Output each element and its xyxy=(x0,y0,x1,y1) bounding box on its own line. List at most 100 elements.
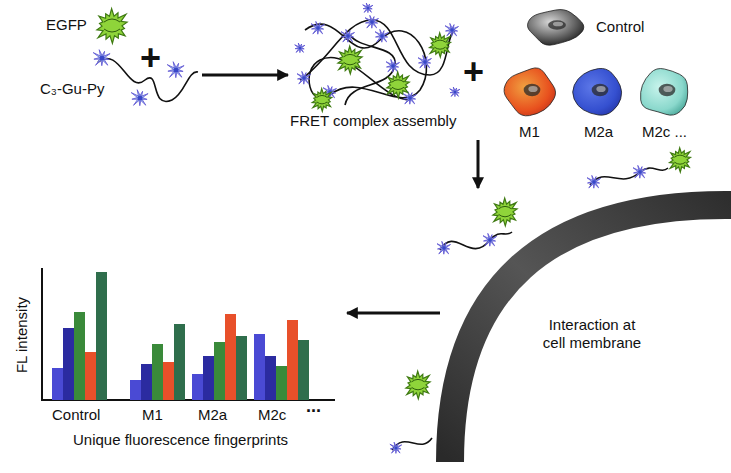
diagram-node: Unique fluorescence fingerprints xyxy=(15,265,345,455)
polymer-chain xyxy=(305,24,426,100)
pyrene-core xyxy=(380,34,384,38)
egfp-protein xyxy=(312,89,332,112)
egfp-protein xyxy=(493,198,517,226)
egfp-protein xyxy=(430,33,451,57)
egfp-strand xyxy=(392,80,404,90)
pyrene-core xyxy=(638,170,642,174)
pyrene-core xyxy=(316,26,320,30)
text-label: + xyxy=(463,50,484,93)
cell-membrane xyxy=(450,205,731,462)
diagram-node: C₃-Gu-Py xyxy=(30,40,200,115)
node-label: C₃-Gu-Py xyxy=(40,80,104,98)
flow-arrow xyxy=(477,140,480,188)
pyrene-core xyxy=(370,20,374,24)
text-label: Control xyxy=(596,18,644,36)
egfp-strand xyxy=(499,206,512,216)
pyrene-core xyxy=(302,76,306,80)
egfp-strand xyxy=(104,19,120,32)
pyrene-core xyxy=(367,7,370,10)
pyrene-unit xyxy=(297,71,311,84)
chart-bar xyxy=(96,272,107,400)
text-label: Control xyxy=(52,406,100,424)
pyrene-core xyxy=(138,96,143,101)
pyrene-unit xyxy=(587,175,601,188)
cell-nucleolus xyxy=(553,22,563,27)
text-label: M2a xyxy=(198,406,227,424)
polymer-chain xyxy=(345,35,395,105)
pyrene-core xyxy=(394,446,398,450)
node-label: FRET complex assembly xyxy=(290,112,456,130)
pyrene-unit xyxy=(93,50,110,66)
axis-title: FL intensity xyxy=(13,295,31,375)
flow-arrow xyxy=(347,312,440,315)
flow-arrow xyxy=(202,74,288,77)
chart-bar xyxy=(287,320,298,400)
pyrene-core xyxy=(346,34,350,38)
polymer-chain xyxy=(590,168,668,185)
pyrene-unit xyxy=(418,55,432,68)
pyrene-unit xyxy=(445,23,459,36)
pyrene-unit xyxy=(450,87,460,97)
chart-bar xyxy=(298,340,309,400)
chart-bar xyxy=(63,328,74,400)
text-label: M2c ... xyxy=(642,123,687,141)
chart-bar xyxy=(192,374,203,400)
text-label: M2c xyxy=(258,406,286,424)
cell-nucleolus xyxy=(528,86,537,92)
pyrene-core xyxy=(299,47,302,50)
cell-nucleus xyxy=(524,84,541,96)
text-label: M1 xyxy=(519,123,540,141)
chart-bar xyxy=(276,366,287,400)
pyrene-core xyxy=(442,246,446,250)
chart-bar xyxy=(214,342,225,400)
pyrene-core xyxy=(100,56,105,61)
egfp-strand xyxy=(317,95,327,103)
chart-bar xyxy=(254,334,265,400)
egfp-protein xyxy=(670,148,691,172)
pyrene-unit xyxy=(403,91,417,104)
chart-bar xyxy=(203,356,214,400)
chart-bar xyxy=(141,364,152,400)
egfp-strand xyxy=(412,379,425,389)
pyrene-core xyxy=(592,180,596,184)
pyrene-unit xyxy=(483,233,497,246)
chart-bar xyxy=(130,380,141,400)
cell-nucleus xyxy=(659,84,676,96)
cell-body xyxy=(641,69,688,116)
chart-bar xyxy=(74,312,85,400)
chart-bar xyxy=(236,336,247,400)
cell-nucleolus xyxy=(663,86,672,92)
chart-bar xyxy=(265,356,276,400)
cell-nucleolus xyxy=(596,86,605,92)
chart-bar xyxy=(85,352,96,400)
cell-body xyxy=(528,10,584,46)
diagram-node: Interaction at cell membrane xyxy=(440,190,731,390)
chart-bar xyxy=(163,362,174,400)
node-label: Unique fluorescence fingerprints xyxy=(73,431,288,449)
pyrene-unit xyxy=(131,90,148,106)
pyrene-core xyxy=(174,68,179,73)
egfp-protein xyxy=(406,371,430,399)
pyrene-unit xyxy=(295,43,305,53)
node-label: Interaction at cell membrane xyxy=(536,316,648,352)
polymer-chain xyxy=(300,20,455,80)
chart-bar xyxy=(174,324,185,400)
pyrene-unit xyxy=(633,165,647,178)
pyrene-unit xyxy=(386,59,400,72)
pyrene-unit xyxy=(167,62,184,78)
cell-nucleus xyxy=(548,20,566,29)
egfp-protein xyxy=(387,72,410,98)
text-label: + xyxy=(140,36,161,79)
cell-nucleus xyxy=(592,84,609,96)
text-label: EGFP xyxy=(46,16,87,34)
pyrene-core xyxy=(423,60,427,64)
pyrene-core xyxy=(450,28,454,32)
egfp-strand xyxy=(434,40,445,49)
chart-bar xyxy=(225,314,236,400)
chart-bar xyxy=(52,368,63,400)
pyrene-unit xyxy=(437,241,451,254)
text-label: M2a xyxy=(584,123,613,141)
diagram-node: FRET complex assembly xyxy=(290,15,490,140)
